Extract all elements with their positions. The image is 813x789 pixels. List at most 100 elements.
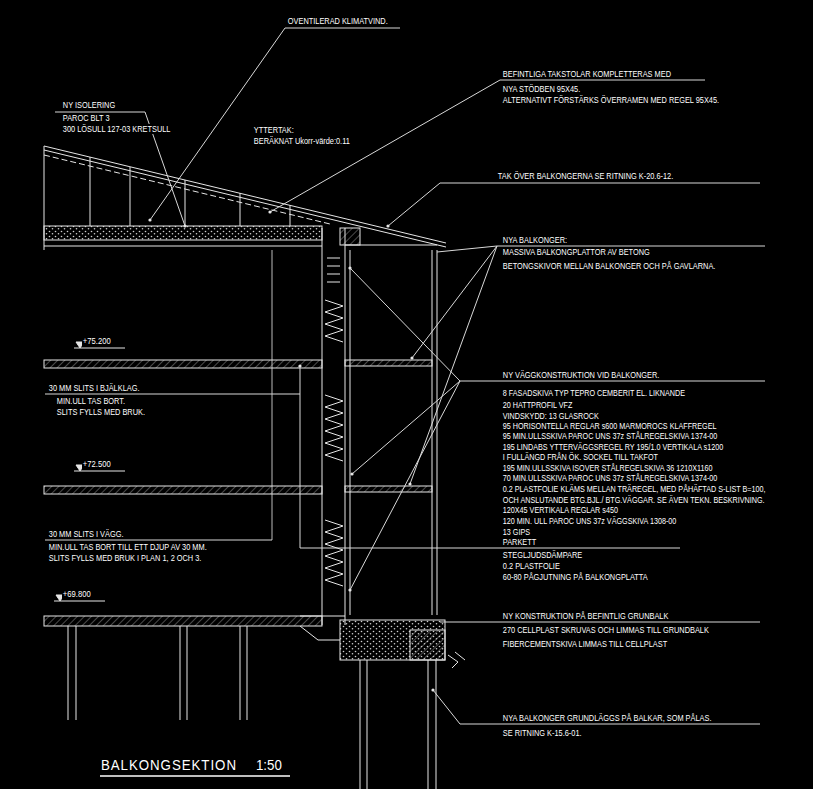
drawing-line [431, 688, 434, 691]
drawing-line [44, 486, 322, 494]
drawing-line [325, 520, 343, 586]
drawing-line [54, 601, 105, 602]
drawing-line [322, 228, 350, 625]
annotation-text: MASSIVA BALKONGPLATTOR AV BETONG [502, 247, 651, 257]
drawing-line [90, 157, 290, 226]
drawing-line [74, 348, 125, 349]
annotation-text: NYA BALKONGER: [502, 235, 568, 245]
drawing-line [345, 360, 432, 366]
annotation-text: I FULLÄNGD FRÅN ÖK. SOCKEL TILL TAKFOT [502, 452, 659, 462]
drawing-line [148, 218, 151, 221]
drawing-line [340, 228, 360, 245]
annotation-text: 60-80 PÅGJUTNING PÅ BALKONGPLATTA [502, 572, 649, 582]
drawing-line [340, 620, 445, 660]
annotation-text: BERÄKNAT Ukorr-värde:0.11 [253, 136, 351, 146]
drawing-line [44, 246, 322, 247]
annotation-text: PARKETT [502, 537, 537, 547]
drawing-line [433, 690, 760, 724]
drawing-line [300, 616, 345, 640]
annotation-text: MIN.ULL TAS BORT. [56, 396, 126, 406]
drawing-line [183, 224, 186, 227]
drawing-line [298, 364, 301, 367]
drawing-line [410, 356, 413, 359]
drawing-line [408, 482, 411, 485]
drawing-line [44, 155, 330, 224]
annotation-text: +75.200 [82, 336, 112, 346]
drawing-line [428, 660, 436, 789]
drawing-title: BALKONGSEKTION [100, 758, 238, 773]
annotation-text: 0.2 PLASTFOLIE [502, 561, 561, 571]
annotation-text: YTTERTAK: [253, 125, 295, 135]
drawing-line [44, 360, 322, 368]
annotation-text: MIN.ULL TAS BORT TILL ETT DJUP AV 30 MM. [48, 542, 208, 552]
drawing-line [180, 626, 187, 720]
annotation-text: +69.800 [62, 589, 92, 599]
annotation-text: VINDSKYDD: 13 GLASROCK [502, 411, 600, 421]
annotation-text: NYA STÖDBEN 95X45. [502, 84, 581, 94]
leader-lines [45, 28, 765, 776]
drawing-line [45, 540, 272, 541]
annotation-text: SLITS FYLLS MED BRUK. [56, 407, 146, 417]
roof [44, 146, 446, 250]
drawing-line [386, 224, 389, 227]
annotation-text: BEFINTLIGA TAKSTOLAR KOMPLETTERAS MED [502, 69, 672, 79]
annotation-text: 0.2 PLASTFOLIE KLÄMS MELLAN TRÄREGEL, ME… [502, 484, 766, 494]
annotation-text: NY ISOLERING [62, 100, 116, 110]
annotation-text: SE RITNING K-15.6-01. [502, 728, 582, 738]
drawing-line [55, 112, 185, 226]
drawing-line [410, 630, 445, 660]
piles [68, 626, 436, 789]
annotation-text: 270 CELLPLAST SKRUVAS OCH LIMMAS TILL GR… [502, 625, 710, 635]
annotation-text: BETONGSKIVOR MELLAN BALKONGER OCH PÅ GAV… [502, 261, 716, 271]
annotation-text: PAROC BLT 3 [62, 113, 110, 123]
drawing-line [44, 226, 322, 240]
drawing-line [345, 486, 432, 492]
annotation-text: ALTERNATIVT FÖRSTÄRKS ÖVERRAMEN MED REGE… [502, 95, 720, 105]
drawing-line [360, 660, 367, 789]
annotation-text: 30 MM SLITS I VÄGG. [48, 529, 124, 539]
drawing-line [100, 775, 290, 777]
drawing-line [325, 395, 343, 461]
drawing-line [44, 146, 446, 243]
drawing-line [440, 622, 760, 623]
drawing-line [327, 258, 340, 282]
drawing-line [44, 616, 322, 626]
drawing-line [350, 268, 765, 590]
annotation-text: STEGLJUDSDÄMPARE [502, 550, 583, 560]
drawing-line [388, 183, 760, 226]
drawing-line [350, 472, 353, 475]
wall [272, 228, 437, 625]
drawing-line [44, 150, 446, 247]
annotation-text: NY KONSTRUKTION PÅ BEFINTLIG GRUNBALK [502, 611, 669, 621]
annotation-text: 13 GIPS [502, 527, 531, 537]
annotation-text: 20 HATTPROFIL VFZ [502, 400, 573, 410]
annotation-text: NYA BALKONGER GRUNDLÄGGS PÅ BALKAR, SOM … [502, 713, 712, 723]
annotation-text: 70 MIN.ULLSSKIVA PAROC UNS 37z STÅLREGEL… [502, 473, 718, 483]
drawing-line [268, 210, 271, 213]
drawing-line [272, 250, 273, 540]
drawing-line [448, 652, 465, 668]
annotation-text: 8 FASADSKIVA TYP TEPRO CEMBERIT EL. LIKN… [502, 388, 686, 398]
annotation-text: 1:50 [255, 758, 283, 773]
annotation-text: +72.500 [82, 459, 112, 469]
annotation-text: SLITS FYLLS MED BRUK I PLAN 1, 2 OCH 3. [48, 553, 202, 563]
drawing-line [410, 246, 765, 484]
annotation-text: 95 HORISONTELLA REGLAR s600 MARMOROCS KL… [502, 421, 717, 431]
annotation-text: OVENTILERAD KLIMATVIND. [287, 16, 389, 26]
drawing-line [345, 245, 437, 246]
drawing-line [74, 471, 125, 472]
annotation-text: 120 MIN. ULL PAROC UNS 37z VÄGGSKIVA 130… [502, 516, 677, 526]
drawing-line [348, 266, 351, 269]
annotation-text: 300 LÖSULL 127-03 KRETSULL [62, 124, 171, 134]
drawing-line [150, 28, 400, 220]
drawing-line [68, 626, 76, 720]
annotation-text: OCH ANSLUTANDE BTG.BJL./ BTG.VÄGGAR. SE … [502, 495, 765, 505]
drawing-line [348, 588, 351, 591]
annotation-text: TAK ÖVER BALKONGERNA SE RITNING K-20.6-1… [497, 171, 674, 181]
floor-slabs [44, 360, 465, 668]
annotation-text: 95 MIN.ULLSSKIVA PAROC UNS 37z STÅLREGEL… [502, 431, 718, 441]
annotation-text: NY VÄGGKONSTRUKTION VID BALKONGER. [502, 370, 660, 380]
drawing-line [325, 300, 343, 342]
